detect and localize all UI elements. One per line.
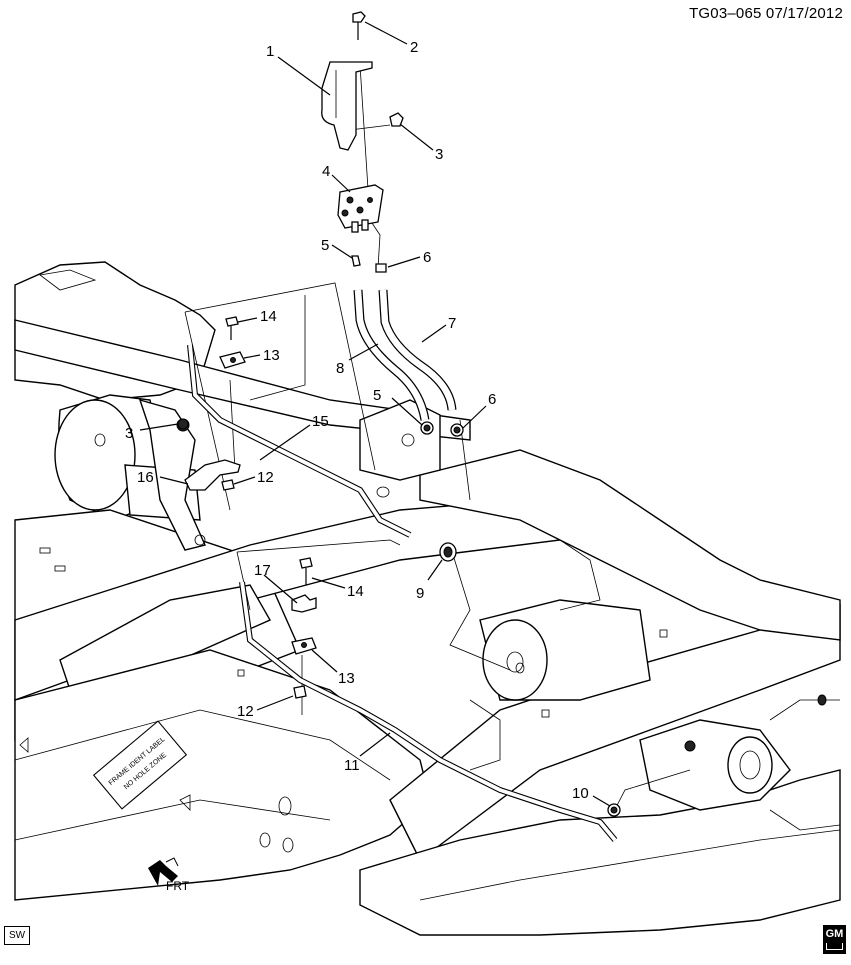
frame-ident-label-plate: FRAME IDENT LABEL NO HOLE ZONE [92,720,188,810]
callout-5-upper: 5 [321,237,329,254]
gm-logo-text: GM [825,928,844,940]
callout-3-upper: 3 [435,146,443,163]
callout-12-upper: 12 [257,469,274,486]
callout-3-lower: 3 [125,425,133,442]
fitting-parts-lower [420,421,464,437]
bolt-part-14-upper [225,316,239,340]
callout-7: 7 [448,315,456,332]
nut-part-12-lower [293,685,307,699]
callout-15: 15 [312,413,329,430]
bolt-part-14-lower [299,557,313,585]
gm-logo: GM [823,925,846,954]
frt-label: FRT [166,879,190,893]
sw-badge: SW [4,926,30,945]
pipe-part-11 [239,581,618,842]
clip-part-6-upper [375,263,387,273]
upper-bracket-part [321,61,373,151]
bolt-upper-part [389,112,404,127]
vehicle-frame: FRAME IDENT LABEL NO HOLE ZONE [14,261,841,936]
bracket-part-17 [291,594,317,613]
fitting-part-10 [607,803,621,817]
nut-part-12-upper [221,479,235,491]
callout-5-lower: 5 [373,387,381,404]
callout-13-lower: 13 [338,670,355,687]
callout-2: 2 [410,39,418,56]
callout-17: 17 [254,562,271,579]
callout-14-lower: 14 [347,583,364,600]
callout-1: 1 [266,43,274,60]
bracket-part-16 [184,459,241,491]
hose-parts-7-8 [353,289,457,421]
grommet-part-9 [439,542,457,562]
callout-16: 16 [137,469,154,486]
callout-11: 11 [344,757,360,774]
pipe-part-15 [187,344,412,538]
callout-labels: 1 2 3 3 4 5 5 6 6 7 8 9 10 11 12 12 13 1… [125,39,589,802]
callout-leaders [139,21,611,807]
callout-13-upper: 13 [263,347,280,364]
front-direction-indicator: FRT [148,857,190,893]
callout-12-lower: 12 [237,703,254,720]
clip-part-5-upper [351,255,361,267]
bolt-part-3-lower [177,418,189,430]
gm-logo-underline [826,943,843,950]
callout-14-upper: 14 [260,308,277,325]
callout-8: 8 [336,360,344,377]
callout-9: 9 [416,585,424,602]
callout-6-upper: 6 [423,249,431,266]
valve-assembly-part [337,184,384,233]
clamp-part-13-lower [291,637,317,655]
bolt-top-part [352,11,366,40]
clamp-part-13-upper [219,351,246,369]
callout-10: 10 [572,785,589,802]
callout-4: 4 [322,163,330,180]
drawing-id: TG03–065 07/17/2012 [689,5,843,22]
callout-6-lower: 6 [488,391,496,408]
